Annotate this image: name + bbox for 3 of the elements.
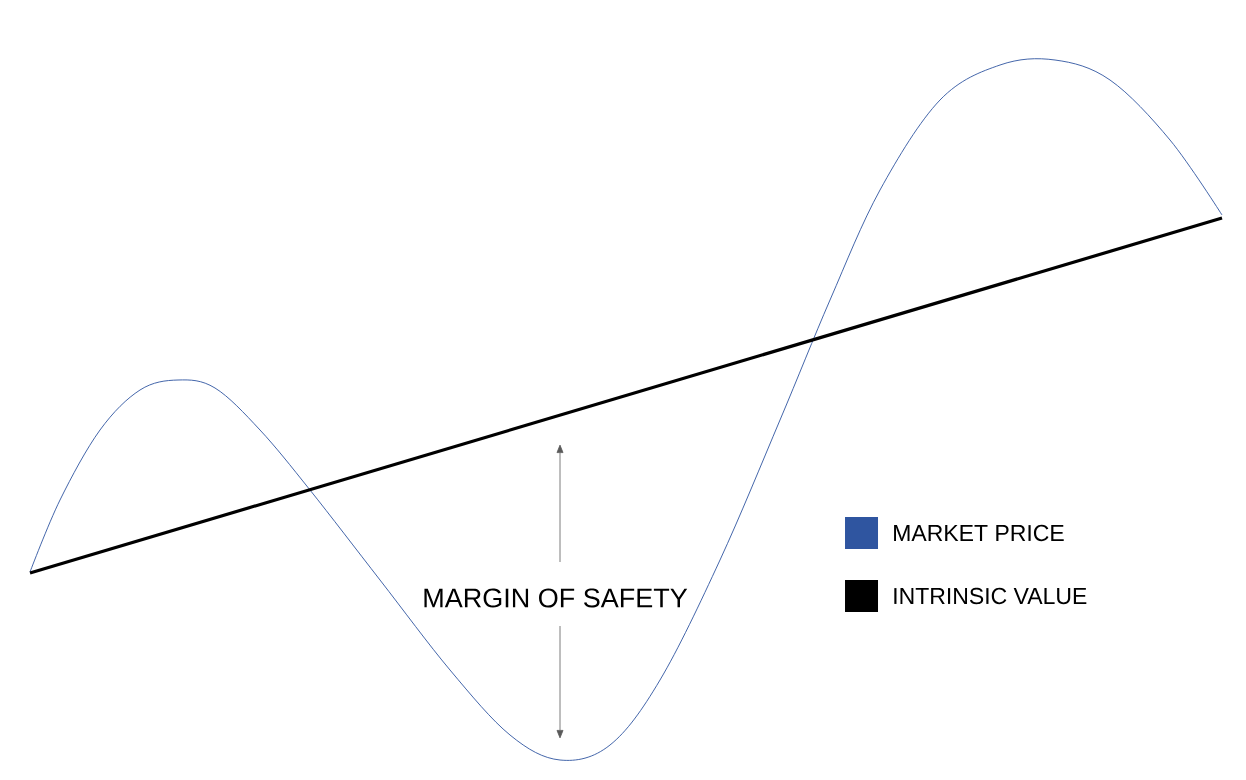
dimension-label: MARGIN OF SAFETY — [424, 588, 688, 608]
legend-label: INTRINSIC VALUE — [894, 587, 1087, 605]
legend-label: MARKET PRICE — [894, 524, 1064, 542]
